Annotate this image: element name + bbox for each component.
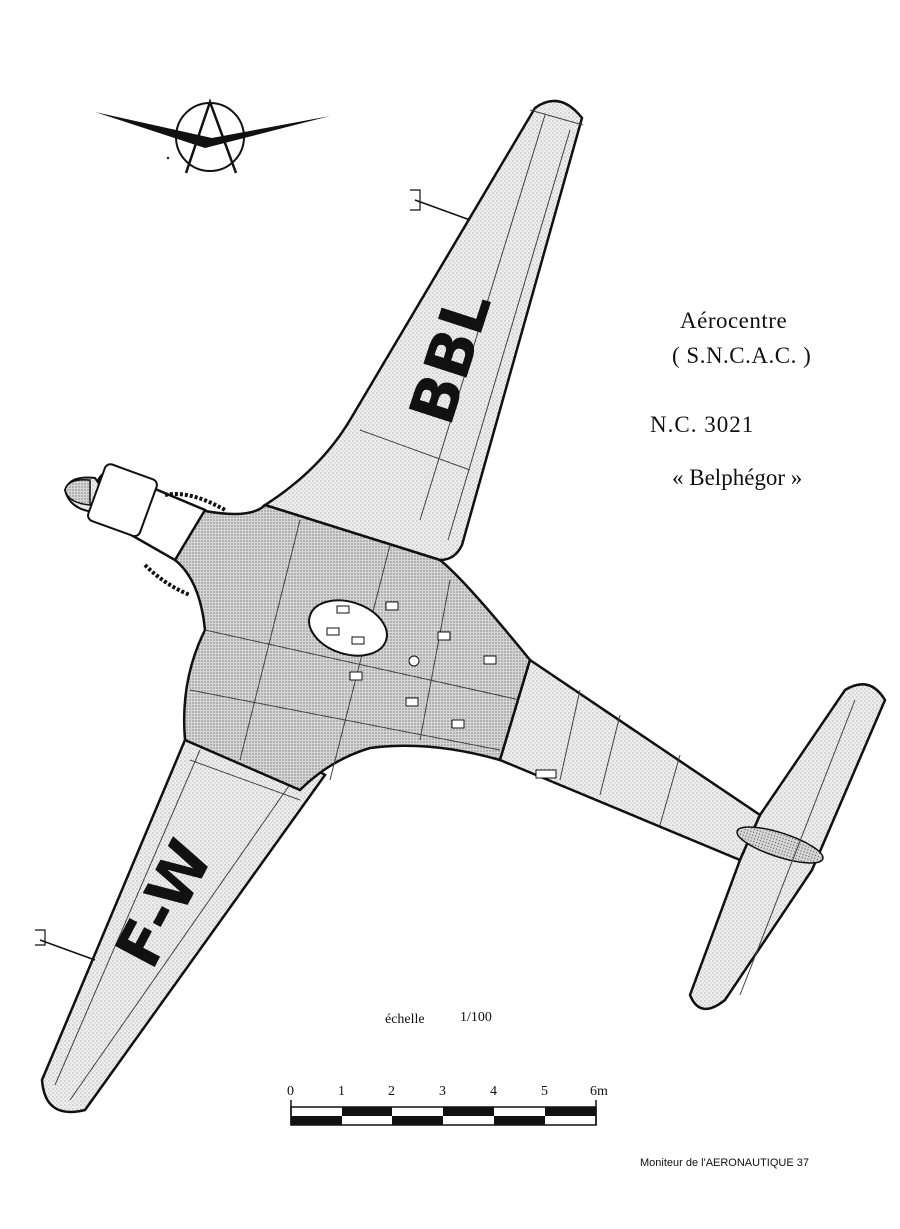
- model-designation: N.C. 3021: [650, 412, 755, 437]
- scale-label: échelle: [385, 1012, 425, 1027]
- scale-tick-label: 1: [338, 1084, 345, 1099]
- propeller-spinner: [64, 478, 91, 506]
- scale-tick-label: 5: [541, 1084, 548, 1099]
- scale-tick-label: 4: [490, 1084, 497, 1099]
- page-footer: Moniteur de l'AERONAUTIQUE 37: [640, 1157, 809, 1169]
- pitot-tube-right: [410, 189, 471, 221]
- scale-ratio: 1/100: [460, 1010, 492, 1025]
- tail-boom: [498, 658, 762, 862]
- scale-tick-label: 0: [287, 1084, 294, 1099]
- right-wing: [262, 99, 584, 562]
- access-panels: [349, 601, 497, 729]
- pitot-tube-left: [35, 929, 96, 961]
- cockpit-canopy: [308, 599, 388, 657]
- scale-tick-label: 2: [388, 1084, 395, 1099]
- aircraft-nickname: « Belphégor »: [672, 465, 803, 490]
- manufacturer-name: Aérocentre: [680, 308, 788, 333]
- manufacturer-abbreviation: ( S.N.C.A.C. ): [672, 343, 812, 368]
- horizontal-stabilizer: [688, 683, 887, 1010]
- scale-tick-label: 6m: [590, 1084, 608, 1099]
- scale-tick-label: 3: [439, 1084, 446, 1099]
- aerocentre-winged-a-logo: [95, 98, 330, 174]
- scale-bar: [290, 1100, 597, 1126]
